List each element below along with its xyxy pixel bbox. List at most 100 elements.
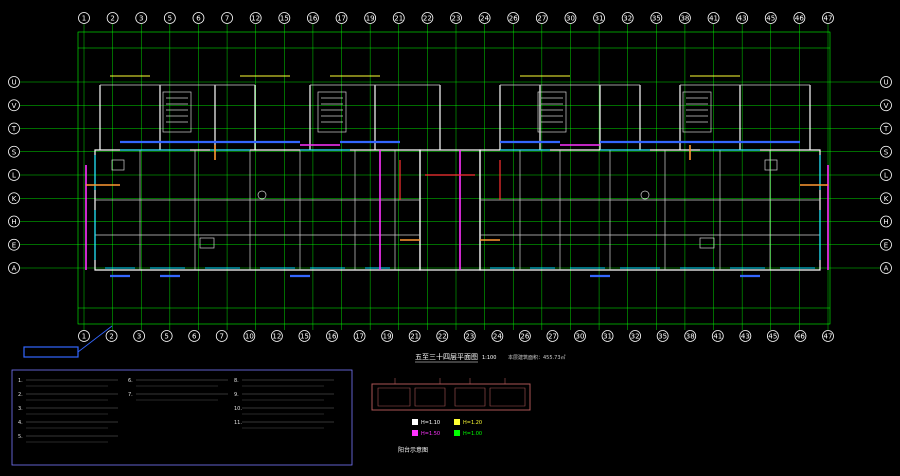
svg-text:U: U xyxy=(883,79,888,87)
svg-text:41: 41 xyxy=(709,15,718,23)
svg-text:6: 6 xyxy=(192,333,197,341)
svg-text:1: 1 xyxy=(82,15,86,23)
svg-text:3: 3 xyxy=(137,333,141,341)
svg-text:23: 23 xyxy=(465,333,474,341)
axis-bubble-top-30: 30 xyxy=(564,12,577,24)
axis-bubble-bottom-23: 23 xyxy=(463,330,476,342)
svg-text:24: 24 xyxy=(480,15,489,23)
axis-bubble-top-27: 27 xyxy=(535,12,548,24)
svg-text:32: 32 xyxy=(623,15,632,23)
axis-bubble-bottom-3: 3 xyxy=(133,330,146,342)
axis-bubble-bottom-6: 6 xyxy=(188,330,201,342)
axis-bubble-bottom-27: 27 xyxy=(546,330,559,342)
axis-bubble-bottom-38: 38 xyxy=(684,330,697,342)
svg-text:15: 15 xyxy=(300,333,309,341)
svg-text:6: 6 xyxy=(196,15,201,23)
svg-text:5: 5 xyxy=(168,15,172,23)
vertical-grid-lines xyxy=(83,24,829,330)
svg-text:T: T xyxy=(883,125,889,133)
svg-text:46: 46 xyxy=(795,15,804,23)
svg-text:38: 38 xyxy=(680,15,689,23)
axis-bubble-top-38: 38 xyxy=(679,12,691,24)
svg-text:2: 2 xyxy=(110,15,114,23)
key-plan xyxy=(371,378,531,411)
drawing-frame xyxy=(77,31,831,325)
svg-text:35: 35 xyxy=(658,333,667,341)
axis-bubble-left-H: H xyxy=(8,215,20,228)
axis-bubble-top-41: 41 xyxy=(707,12,720,24)
svg-text:17: 17 xyxy=(337,15,346,23)
axis-bubble-bottom-17: 17 xyxy=(353,330,366,342)
axis-bubble-bottom-30: 30 xyxy=(574,330,586,342)
svg-text:31: 31 xyxy=(603,333,612,341)
axis-bubble-top-45: 45 xyxy=(764,12,777,24)
axis-bubble-left-E: E xyxy=(8,238,20,251)
svg-text:10: 10 xyxy=(245,333,254,341)
svg-text:21: 21 xyxy=(394,15,403,23)
railing-height-legend: H=1.10H=1.50H=1.20H=1.00 xyxy=(412,419,482,437)
svg-text:16: 16 xyxy=(328,333,337,341)
svg-text:21: 21 xyxy=(410,333,419,341)
svg-text:12: 12 xyxy=(272,333,281,341)
axis-bubble-top-1: 1 xyxy=(78,12,90,24)
drawing-scale: 1:100 xyxy=(482,355,496,361)
axis-bubble-top-2: 2 xyxy=(106,12,119,24)
axis-bubble-bottom-47: 47 xyxy=(822,330,834,342)
axis-bubble-top-47: 47 xyxy=(822,12,834,24)
axis-bubble-right-E: E xyxy=(880,238,892,251)
note-line: 1. xyxy=(18,378,23,384)
svg-text:27: 27 xyxy=(537,15,546,23)
svg-text:23: 23 xyxy=(452,15,461,23)
axis-bubble-right-T: T xyxy=(880,122,892,135)
svg-text:16: 16 xyxy=(308,15,317,23)
floor-plan xyxy=(85,75,829,278)
legend-item: H=1.00 xyxy=(454,430,482,437)
key-plan-title: 阳台示意图 xyxy=(398,446,428,454)
note-line: 7. xyxy=(128,392,133,398)
svg-text:30: 30 xyxy=(566,15,575,23)
axis-bubble-right-A: A xyxy=(880,262,892,274)
axis-bubble-right-K: K xyxy=(880,192,892,205)
svg-text:31: 31 xyxy=(595,15,604,23)
svg-text:19: 19 xyxy=(383,333,392,341)
note-line: 10. xyxy=(234,406,242,412)
svg-text:E: E xyxy=(12,241,16,249)
svg-text:V: V xyxy=(884,102,889,110)
note-line: 8. xyxy=(234,378,239,384)
svg-text:27: 27 xyxy=(548,333,557,341)
axis-bubble-bottom-7: 7 xyxy=(215,330,228,342)
axis-bubble-bottom-1: 1 xyxy=(78,330,90,342)
svg-text:47: 47 xyxy=(824,333,833,341)
axis-bubble-right-U: U xyxy=(880,76,892,88)
axis-bubble-bottom-21: 21 xyxy=(408,330,421,342)
axis-bubble-top-5: 5 xyxy=(163,12,176,24)
axis-bubble-left-S: S xyxy=(8,145,20,158)
axis-bubble-top-21: 21 xyxy=(392,12,405,24)
axis-bubble-bottom-43: 43 xyxy=(739,330,752,342)
axis-bubble-bottom-24: 24 xyxy=(491,330,504,342)
svg-text:E: E xyxy=(884,241,888,249)
svg-text:H: H xyxy=(883,218,888,226)
axis-bubble-right-V: V xyxy=(880,99,892,112)
svg-text:30: 30 xyxy=(576,333,585,341)
axis-bubble-left-U: U xyxy=(8,76,20,88)
axis-bubble-top-32: 32 xyxy=(621,12,634,24)
axis-bubble-top-22: 22 xyxy=(421,12,434,24)
svg-text:L: L xyxy=(12,172,16,180)
svg-text:3: 3 xyxy=(139,15,143,23)
svg-text:H=1.20: H=1.20 xyxy=(463,420,482,426)
note-line: 9. xyxy=(234,392,239,398)
axis-bubble-bottom-19: 19 xyxy=(381,330,394,342)
svg-text:43: 43 xyxy=(741,333,750,341)
axis-bubble-bottom-45: 45 xyxy=(766,330,779,342)
svg-text:A: A xyxy=(884,265,889,273)
axis-bubble-top-23: 23 xyxy=(450,12,462,24)
svg-text:7: 7 xyxy=(220,333,224,341)
axis-bubble-bottom-15: 15 xyxy=(298,330,311,342)
svg-text:24: 24 xyxy=(493,333,502,341)
